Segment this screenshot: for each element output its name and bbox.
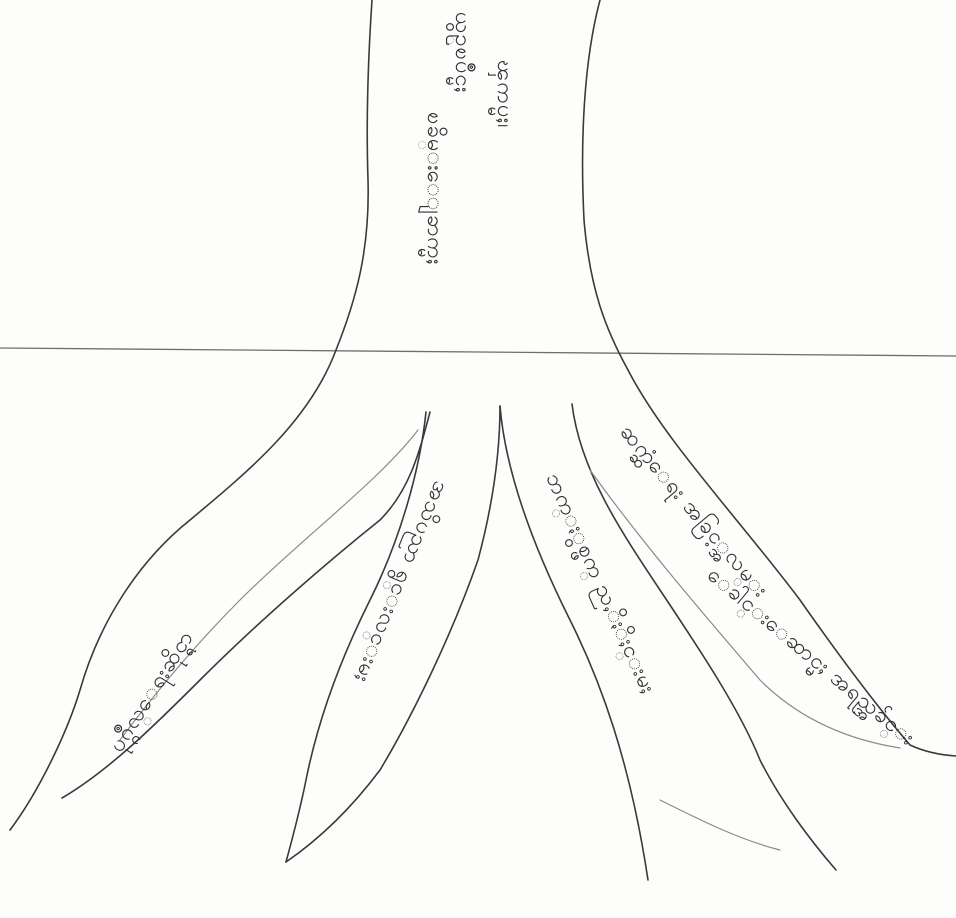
ground-line bbox=[0, 348, 956, 356]
trunk-text-line-1: ၾကပ္မႈ၊ bbox=[487, 60, 520, 129]
root-3-vein bbox=[660, 800, 780, 850]
trunk-left-edge bbox=[10, 0, 372, 830]
root-2-left-edge bbox=[286, 412, 426, 862]
trunk-text-line-3: ၿခိမ္းေျခာက္မႈ bbox=[417, 112, 450, 265]
trunk-text-line-2: ယွဥ္ၿပိဳင္မႈ bbox=[445, 12, 478, 93]
